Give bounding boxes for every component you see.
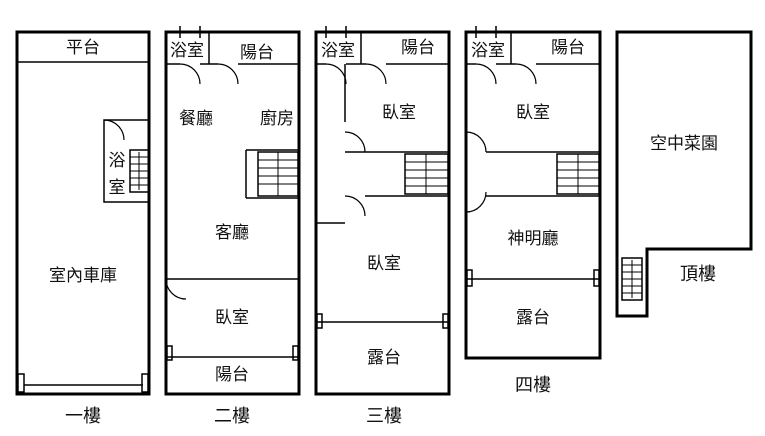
floor-4-bedroom-door <box>465 131 487 153</box>
floor-1-terrace-label: 平台 <box>66 38 100 58</box>
floor-3-bedroom-top-door <box>344 131 366 153</box>
floor-4-balcony-door <box>515 63 537 85</box>
floor-2-living-label: 客廳 <box>215 223 249 243</box>
roof-stairs <box>621 257 643 301</box>
floor-4-title: 四樓 <box>515 375 551 396</box>
floor-2-bedroom-label: 臥室 <box>215 308 249 328</box>
floor-3-bath-label: 浴室 <box>321 41 355 61</box>
floor-3-bedroom-bottom-door <box>344 195 366 217</box>
roof-garden-label: 空中菜園 <box>650 134 718 154</box>
floor-1-stairs <box>129 149 150 193</box>
floor-3-bath-door <box>325 63 347 85</box>
floor-2-balcony-top-label: 陽台 <box>240 43 274 63</box>
floor-4-bath-label: 浴室 <box>471 41 505 61</box>
floor-4-shrine-door <box>465 191 487 213</box>
floor-2-balcony-bottom-label: 陽台 <box>215 365 249 385</box>
floor-1-title: 一樓 <box>65 406 101 427</box>
floor-2-stairs <box>257 151 299 197</box>
floor-2-plan: 浴室 陽台 餐廳 廚房 客廳 臥室 陽台 二樓 <box>164 26 301 427</box>
floor-3-balcony-label: 陽台 <box>401 38 435 58</box>
floor-3-bedroom-top-label: 臥室 <box>382 103 416 123</box>
floor-3-outline <box>314 30 451 396</box>
floor-4-balcony-label: 陽台 <box>551 38 585 58</box>
floor-1-outline <box>15 30 151 396</box>
floor-2-balcony-door <box>217 63 239 85</box>
roof-outline <box>615 30 753 318</box>
floor-2-kitchen-label: 廚房 <box>260 108 294 129</box>
floor-2-bath-label: 浴室 <box>170 41 204 61</box>
floor-2-outline <box>164 30 301 396</box>
floor-1-plan: 平台 浴 室 室內車庫 一樓 <box>15 30 151 427</box>
floor-2-bedroom-door <box>165 278 187 300</box>
floor-3-plan: 浴室 陽台 臥室 臥室 露台 三樓 <box>314 26 451 427</box>
floor-4-outline <box>464 30 602 360</box>
floor-3-balcony-door <box>365 63 387 85</box>
floor-1-bath-door <box>103 119 125 141</box>
floor-3-title: 三樓 <box>366 406 402 427</box>
floor-4-shrine-label: 神明廳 <box>508 229 559 249</box>
floor-2-bath-door <box>179 63 201 85</box>
floor-4-stairs <box>556 153 600 195</box>
floor-4-terrace-label: 露台 <box>516 308 550 328</box>
floor-1-garage-label: 室內車庫 <box>49 266 117 286</box>
floor-1-bath-label-top: 浴 <box>109 151 126 171</box>
floor-4-bedroom-label: 臥室 <box>516 103 550 123</box>
floor-2-title: 二樓 <box>214 406 250 427</box>
floor-3-stairs <box>404 153 449 195</box>
floor-2-dining-label: 餐廳 <box>179 109 213 129</box>
floor-1-bath-label-bottom: 室 <box>109 178 126 198</box>
floor-4-bath-door <box>475 63 497 85</box>
floor-3-terrace-label: 露台 <box>367 348 401 368</box>
roof-title: 頂樓 <box>680 264 716 285</box>
floor-4-plan: 浴室 陽台 臥室 神明廳 露台 四樓 <box>464 26 602 396</box>
roof-plan: 空中菜園 頂樓 <box>615 30 753 318</box>
floor-3-bedroom-bottom-label: 臥室 <box>367 254 401 274</box>
